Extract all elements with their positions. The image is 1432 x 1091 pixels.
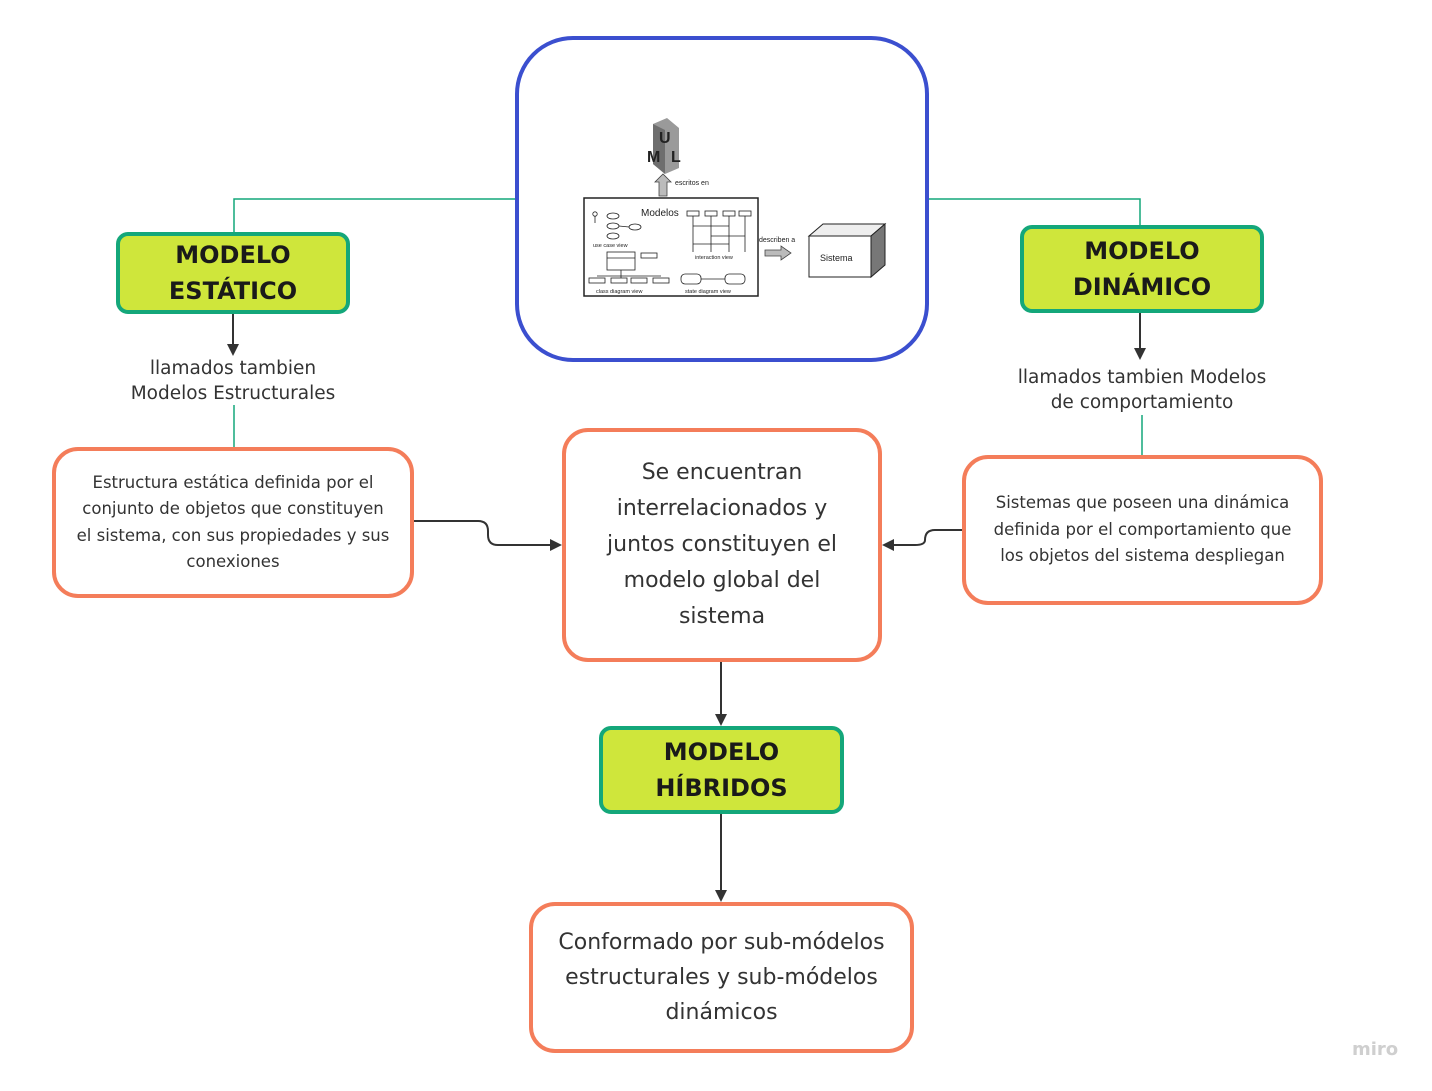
connector-dynamic bbox=[929, 198, 1141, 227]
state-diagram-view-label: state diagram view bbox=[685, 289, 731, 295]
static-model-title: MODELO ESTÁTICO bbox=[168, 241, 298, 305]
sistema-box bbox=[807, 222, 887, 279]
uml-letter-u: U bbox=[659, 130, 671, 147]
describen-a-label: describen a bbox=[759, 237, 795, 244]
dynamic-model-label: llamados tambien Modelos de comportamien… bbox=[1017, 367, 1267, 413]
center-note: Se encuentran interrelacionados y juntos… bbox=[607, 460, 837, 629]
miro-watermark: miro bbox=[1352, 1039, 1399, 1060]
right-arrow-icon bbox=[764, 245, 792, 261]
up-arrow-icon bbox=[654, 173, 672, 197]
static-model-description-box: Estructura estática definida por el conj… bbox=[52, 447, 414, 598]
interaction-diagram bbox=[686, 210, 752, 252]
static-model-title-box: MODELO ESTÁTICO bbox=[116, 232, 350, 314]
use-case-view-label: use case view bbox=[593, 243, 628, 249]
dynamic-model-description-box: Sistemas que poseen una dinámica definid… bbox=[962, 455, 1323, 605]
use-case-diagram bbox=[592, 211, 642, 240]
hybrid-model-description-box: Conformado por sub-módelos estructurales… bbox=[529, 902, 914, 1053]
connector-static bbox=[233, 198, 515, 234]
interaction-view-label: interaction view bbox=[695, 255, 733, 261]
hybrid-model-title-box: MODELO HÍBRIDOS bbox=[599, 726, 844, 814]
hybrid-model-description: Conformado por sub-módelos estructurales… bbox=[558, 930, 885, 1025]
static-model-description: Estructura estática definida por el conj… bbox=[76, 472, 390, 572]
class-diagram bbox=[588, 251, 670, 284]
uml-models-illustration: U M L escritos en Modelos use case view bbox=[583, 118, 887, 297]
uml-letter-l: L bbox=[671, 149, 681, 166]
uml-letter-m: M bbox=[647, 149, 660, 166]
escritos-en-label: escritos en bbox=[675, 180, 709, 187]
sistema-label: Sistema bbox=[820, 253, 853, 263]
uml-image-frame: U M L escritos en Modelos use case view bbox=[515, 36, 929, 362]
modelos-label: Modelos bbox=[641, 208, 679, 219]
class-diagram-view-label: class diagram view bbox=[596, 289, 642, 295]
dynamic-model-description: Sistemas que poseen una dinámica definid… bbox=[993, 493, 1292, 566]
hybrid-model-title: MODELO HÍBRIDOS bbox=[655, 738, 788, 802]
arrow-dynamic-to-center bbox=[882, 529, 963, 551]
uml-logo: U M L bbox=[647, 118, 681, 174]
dynamic-model-title-box: MODELO DINÁMICO bbox=[1020, 225, 1264, 313]
dynamic-model-title: MODELO DINÁMICO bbox=[1072, 237, 1212, 301]
static-model-label: llamados tambien Modelos Estructurales bbox=[130, 358, 336, 404]
center-note-box: Se encuentran interrelacionados y juntos… bbox=[562, 428, 882, 662]
state-diagram bbox=[680, 273, 746, 285]
arrow-static-to-center bbox=[412, 520, 562, 551]
